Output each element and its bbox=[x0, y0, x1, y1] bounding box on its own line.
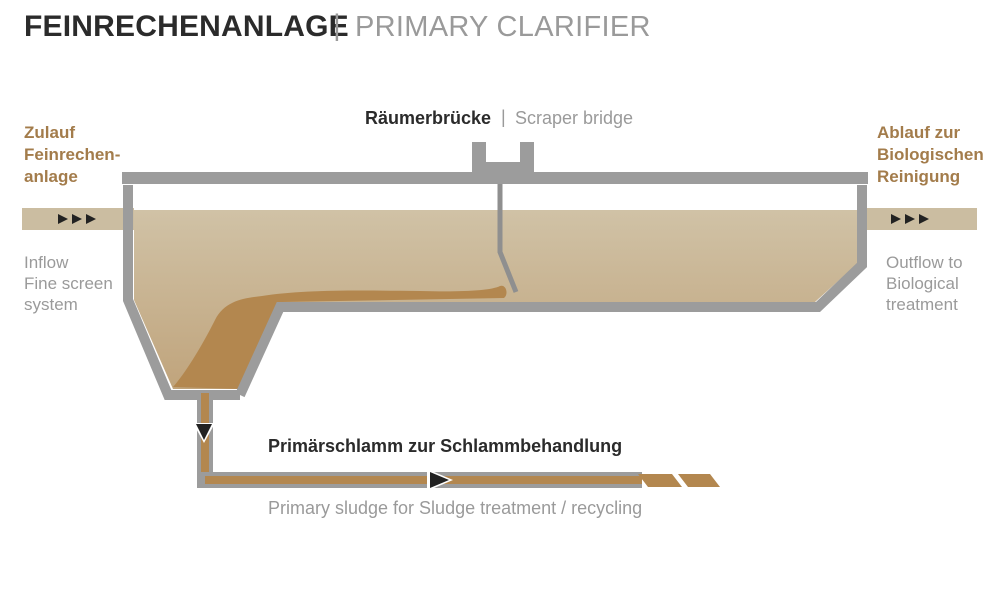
scraper-bridge-label-en: Scraper bridge bbox=[515, 108, 634, 128]
inflow-label-de: Zulauf Feinrechen- anlage bbox=[24, 122, 120, 188]
page-title-english: PRIMARY CLARIFIER bbox=[355, 11, 651, 43]
sludge-label-en: Primary sludge for Sludge treatment / re… bbox=[268, 498, 643, 518]
tank-water bbox=[134, 210, 858, 389]
outflow-de-line: Biologischen bbox=[877, 145, 984, 164]
sludge-discharge-fill bbox=[205, 476, 642, 484]
scraper-bridge-housing bbox=[472, 142, 534, 184]
outflow-label-de: Ablauf zur Biologischen Reinigung bbox=[877, 122, 984, 188]
inflow-de-line: Zulauf bbox=[24, 123, 75, 142]
outflow-en-line: treatment bbox=[886, 295, 958, 314]
sludge-label-de: Primärschlamm zur Schlammbehandlung bbox=[268, 436, 623, 456]
inflow-de-line: anlage bbox=[24, 167, 78, 186]
inflow-arrows bbox=[58, 214, 96, 224]
outflow-en-line: Biological bbox=[886, 274, 959, 293]
title-separator: | bbox=[333, 9, 341, 42]
sludge-pipe-dash-2 bbox=[678, 474, 720, 487]
inflow-de-line: Feinrechen- bbox=[24, 145, 121, 164]
sludge-right-arrow bbox=[430, 472, 449, 488]
inflow-en-line: system bbox=[24, 295, 78, 314]
outflow-en-line: Outflow to bbox=[886, 253, 963, 272]
sludge-layer bbox=[173, 285, 507, 389]
sludge-down-arrow bbox=[196, 424, 212, 440]
outflow-arrows bbox=[891, 214, 929, 224]
outflow-de-line: Reinigung bbox=[877, 167, 961, 186]
page-title: FEINRECHENANLAGE bbox=[24, 10, 349, 43]
scraper-bridge-separator: | bbox=[501, 107, 506, 127]
outflow-label-en: Outflow to Biological treatment bbox=[886, 252, 963, 315]
tank-wall-right bbox=[235, 185, 867, 398]
sludge-pipe-dash-1 bbox=[638, 474, 682, 487]
inflow-en-line: Fine screen bbox=[24, 274, 113, 293]
scraper-bridge-label-de: Räumerbrücke bbox=[365, 108, 492, 128]
inflow-en-line: Inflow bbox=[24, 253, 69, 272]
inflow-label-en: Inflow Fine screen system bbox=[24, 252, 113, 315]
outflow-de-line: Ablauf zur bbox=[877, 123, 961, 142]
scraper-arm bbox=[497, 184, 519, 293]
